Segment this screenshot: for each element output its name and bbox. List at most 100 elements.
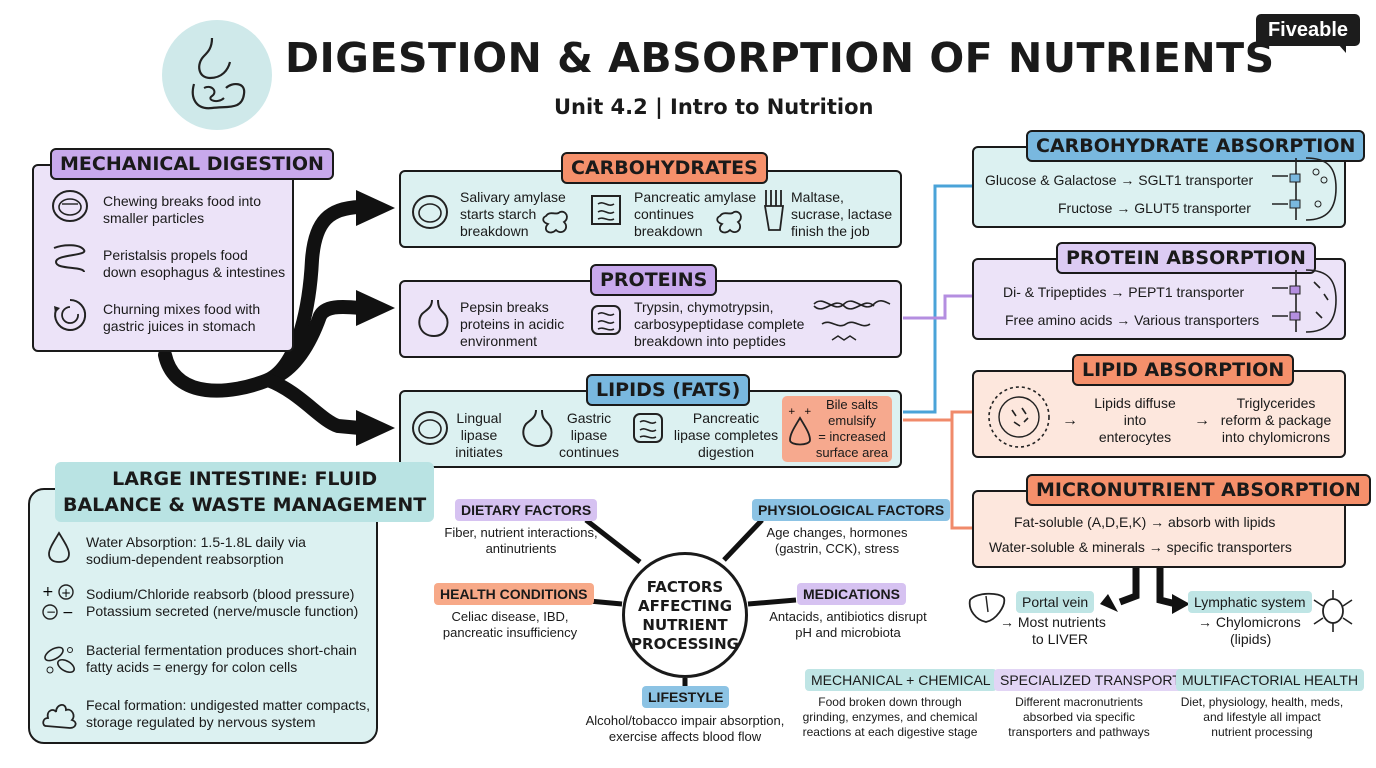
large-int-item-1-line1: Water Absorption: 1.5-1.8L daily via <box>86 534 306 550</box>
mechanical-item-2-line2: down esophagus & intestines <box>103 264 286 280</box>
proteins-step-2-line1: Trypsin, chymotrypsin, <box>634 299 774 315</box>
svg-text:−: − <box>46 605 56 619</box>
lipids-step-2-line3: continues <box>559 444 619 460</box>
summary-2-line2: absorbed via specific <box>1022 710 1136 724</box>
molecule-icon <box>716 210 742 234</box>
large-int-item-2-line1: Sodium/Chloride reabsorb (blood pressure… <box>86 586 355 602</box>
lipid-abs-mid-line2: into <box>1123 412 1147 428</box>
lifestyle-line2: exercise affects blood flow <box>608 729 762 744</box>
lymph-line1: → Chylomicrons <box>1198 614 1301 630</box>
large-int-item-3-line1: Bacterial fermentation produces short-ch… <box>86 642 357 658</box>
lifestyle-tag: LIFESTYLE <box>642 686 730 708</box>
summary-1-line3: reactions at each digestive stage <box>802 725 978 739</box>
stomach-icon <box>418 299 449 338</box>
stomach-icon <box>191 37 246 110</box>
mouth-icon <box>52 190 88 222</box>
lifestyle-line1: Alcohol/tobacco impair absorption, <box>585 713 785 728</box>
brand-logo-tail <box>1338 44 1346 53</box>
large-intestine-title-line1: LARGE INTESTINE: FLUID <box>112 468 378 490</box>
lipids-step-1-line3: initiates <box>455 444 503 460</box>
summary-3-line1: Diet, physiology, health, meds, <box>1180 695 1344 709</box>
lipids-step-3-line3: digestion <box>697 444 755 460</box>
large-int-item-3-line2: fatty acids = energy for colon cells <box>86 659 298 675</box>
carb-absorption-header: CARBOHYDRATE ABSORPTION <box>1026 130 1366 162</box>
mechanical-item-1-line1: Chewing breaks food into <box>103 193 261 209</box>
dietary-factors-tag: DIETARY FACTORS <box>455 499 598 521</box>
svg-text:+: + <box>42 584 54 600</box>
mechanical-digestion-header: MECHANICAL DIGESTION <box>50 148 334 180</box>
peptide-chain-icon <box>813 300 891 341</box>
carbs-step-2-line1: Pancreatic amylase <box>634 189 757 205</box>
protein-abs-line1: Di- & Tripeptides → PEPT1 transporter <box>1003 284 1245 300</box>
physiological-factors-tag: PHYSIOLOGICAL FACTORS <box>752 499 951 521</box>
water-drop-icon <box>48 531 70 563</box>
lymph-node-icon <box>1313 590 1353 632</box>
bile-line4: surface area <box>815 445 889 460</box>
intestine-icon <box>591 305 621 335</box>
carbs-step-1-line3: breakdown <box>460 223 529 239</box>
lymph-line2: (lipids) <box>1230 631 1272 647</box>
carb-connector <box>903 184 972 414</box>
proteins-step-1-line3: environment <box>460 333 538 349</box>
lipid-abs-right-line3: into chylomicrons <box>1221 429 1331 445</box>
summary-transport-tag: SPECIALIZED TRANSPORT <box>994 669 1187 691</box>
lipids-step-1-line1: Lingual <box>456 410 502 426</box>
lipids-step-2-line1: Gastric <box>566 410 612 426</box>
svg-text:+: + <box>788 407 796 417</box>
lipid-abs-mid-line1: Lipids diffuse <box>1094 395 1176 411</box>
lipid-arrow-1-icon: → <box>1062 412 1078 429</box>
mechanical-item-1-line2: smaller particles <box>103 210 205 226</box>
portal-line1: → Most nutrients <box>1000 614 1106 630</box>
large-int-item-2-line2: Potassium secreted (nerve/muscle functio… <box>86 603 359 619</box>
bile-line1: Bile salts <box>825 397 879 412</box>
proteins-step-1-line2: proteins in acidic <box>460 316 565 332</box>
mouth-icon <box>412 411 448 445</box>
physiological-line2: (gastrin, CCK), stress <box>774 541 900 556</box>
micronutrient-absorption-header: MICRONUTRIENT ABSORPTION <box>1026 474 1371 506</box>
bile-line2: emulsify <box>828 413 876 428</box>
health-conditions-tag: HEALTH CONDITIONS <box>434 583 594 605</box>
mechanical-item-3-line1: Churning mixes food with <box>103 301 261 317</box>
carbs-step-3-line3: finish the job <box>791 223 870 239</box>
svg-text:+: + <box>61 586 71 600</box>
large-intestine-panel <box>28 488 378 744</box>
lipids-header: LIPIDS (FATS) <box>586 374 751 406</box>
lipids-step-3-line1: Pancreatic <box>692 410 760 426</box>
page-subtitle: Unit 4.2 | Intro to Nutrition <box>554 95 874 119</box>
summary-3-line2: and lifestyle all impact <box>1203 710 1321 724</box>
lipid-abs-right-line1: Triglycerides <box>1236 395 1316 411</box>
lipids-step-1-line2: lipase <box>460 427 498 443</box>
large-int-item-4-line1: Fecal formation: undigested matter compa… <box>86 697 371 713</box>
brush-border-icon <box>763 190 785 231</box>
medications-tag: MEDICATIONS <box>797 583 906 605</box>
physiological-line1: Age changes, hormones <box>766 525 908 540</box>
waste-icon <box>42 704 77 729</box>
summary-1-line1: Food broken down through <box>818 695 962 709</box>
hub-line2: AFFECTING <box>637 597 733 615</box>
bile-line3: = increased <box>818 429 886 444</box>
factors-hub <box>622 552 748 678</box>
lipid-arrow-2-icon: → <box>1194 412 1210 429</box>
protein-connector <box>903 294 972 320</box>
churn-icon <box>54 298 87 331</box>
large-int-item-4-line2: storage regulated by nervous system <box>86 714 316 730</box>
carbs-step-2-line3: breakdown <box>634 223 703 239</box>
hub-line1: FACTORS <box>646 578 724 596</box>
electrolyte-icon: ++−− <box>42 584 74 621</box>
micro-abs-line2: Water-soluble & minerals → specific tran… <box>989 539 1292 555</box>
health-line2: pancreatic insufficiency <box>442 625 578 640</box>
starch-molecule-icon <box>542 210 568 234</box>
bile-drop-icon: ++ <box>788 407 812 446</box>
brand-logo: Fiveable <box>1256 14 1360 46</box>
medications-line1: Antacids, antibiotics disrupt <box>769 609 927 624</box>
micro-connector <box>950 412 972 530</box>
micelle-icon <box>988 386 1050 448</box>
summary-mechanical-tag: MECHANICAL + CHEMICAL <box>805 669 997 691</box>
carb-abs-line2: Fructose → GLUT5 transporter <box>1058 200 1251 216</box>
health-line1: Celiac disease, IBD, <box>451 609 569 624</box>
peptide-transporter-icon <box>1272 269 1337 333</box>
intestine-icon <box>591 195 621 225</box>
mechanical-item-2-line1: Peristalsis propels food <box>103 247 248 263</box>
proteins-step-2-line2: carbosypeptidase complete <box>634 316 805 332</box>
large-int-item-1-line2: sodium-dependent reabsorption <box>86 551 284 567</box>
